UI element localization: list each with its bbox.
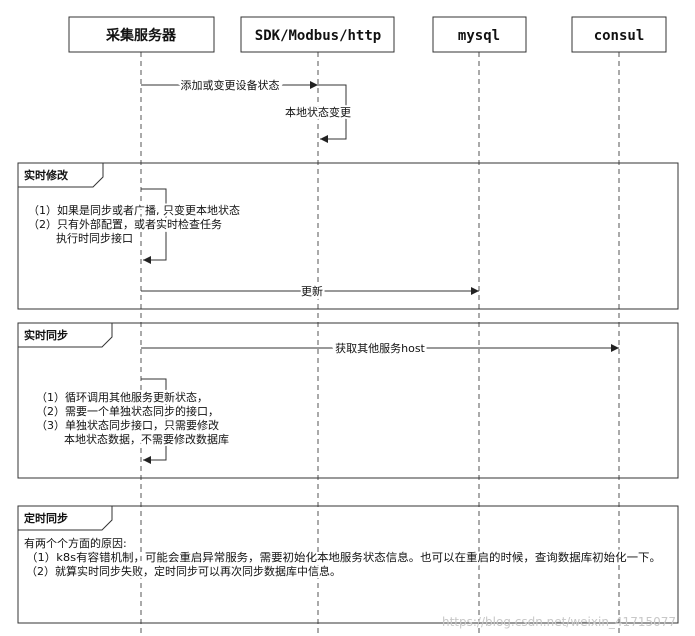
frame-realtime-sync: 实时同步 <box>17 322 679 479</box>
message-label-local-status: 本地状态变更 <box>285 105 351 119</box>
actor-collector: 采集服务器 <box>68 16 215 53</box>
note-line-3: 执行时同步接口 <box>56 231 133 245</box>
frame-scheduled-sync: 定时同步 <box>17 505 679 624</box>
self-message-realtime-sync <box>141 378 167 464</box>
actor-label-collector: 采集服务器 <box>105 27 177 44</box>
actor-mysql: mysql <box>432 16 527 53</box>
note-line-5: （2）需要一个单独状态同步的接口， <box>36 404 219 418</box>
note-line-7: 本地状态数据，不需要修改数据库 <box>64 432 229 446</box>
note-line-8: 有两个个方面的原因: <box>24 536 127 550</box>
frame-realtime-modify: 实时修改 <box>17 162 679 310</box>
actor-consul: consul <box>571 16 667 53</box>
frame-title-realtime-modify: 实时修改 <box>24 168 69 182</box>
message-label-add-change-status: 添加或变更设备状态 <box>181 78 280 92</box>
actor-sdk: SDK/Modbus/http <box>240 16 395 53</box>
note-line-2: （2）只有外部配置，或者实时检查任务 <box>28 217 222 231</box>
note-line-10: （2）就算实时同步失败，定时同步可以再次同步数据库中信息。 <box>26 564 341 578</box>
actor-label-sdk: SDK/Modbus/http <box>255 28 381 44</box>
watermark-text: https://blog.csdn.net/weixin_41715077 <box>442 615 676 629</box>
note-line-4: （1）循环调用其他服务更新状态， <box>36 390 208 404</box>
self-message-local-status <box>318 84 347 143</box>
frame-title-scheduled-sync: 定时同步 <box>24 511 68 525</box>
note-line-9: （1）k8s有容错机制，可能会重启异常服务，需要初始化本地服务状态信息。也可以在… <box>26 550 661 564</box>
actor-label-mysql: mysql <box>458 28 500 44</box>
note-line-1: （1）如果是同步或者广播, 只变更本地状态 <box>28 203 240 217</box>
message-label-update: 更新 <box>301 284 323 298</box>
message-label-get-hosts: 获取其他服务host <box>335 342 425 355</box>
frame-title-realtime-sync: 实时同步 <box>24 328 68 342</box>
note-line-6: （3）单独状态同步接口，只需要修改 <box>36 418 219 432</box>
self-message-realtime-modify <box>141 188 167 264</box>
actor-label-consul: consul <box>594 28 645 44</box>
